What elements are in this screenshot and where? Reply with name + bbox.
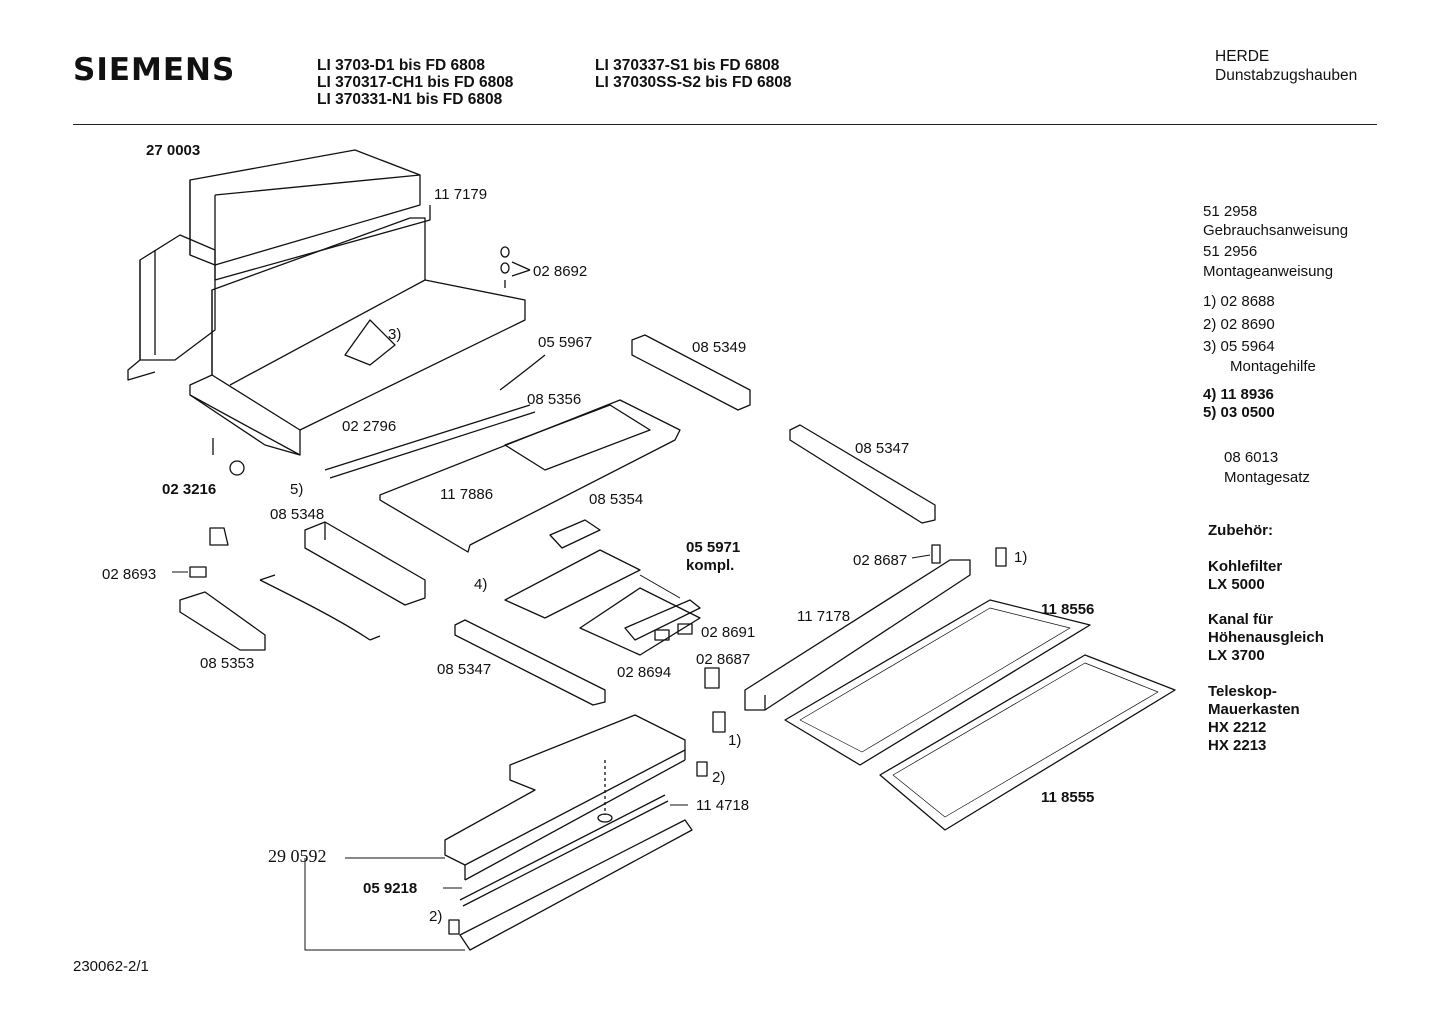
part-label: 05 5967 <box>538 334 593 351</box>
rail-parts <box>324 334 936 706</box>
note-item: 4) 11 8936 <box>1203 386 1274 403</box>
part-label: 29 0592 <box>268 846 327 866</box>
part-label: 02 8691 <box>701 624 756 641</box>
part-label: 1) <box>1014 549 1028 566</box>
model-line: LI 3703-D1 bis FD 6808 <box>317 57 485 74</box>
part-label: 4) <box>474 576 488 593</box>
doc-number: 51 2958 <box>1203 203 1258 220</box>
front-strip-117178 <box>744 559 971 711</box>
note-item: 3) 05 5964 <box>1203 338 1275 355</box>
category-line: HERDE <box>1215 48 1270 65</box>
main-frame <box>189 217 526 456</box>
model-list-right: LI 370337-S1 bis FD 6808 LI 37030SS-S2 b… <box>595 57 791 91</box>
part-label: 3) <box>388 326 402 343</box>
small-parts-left <box>179 438 381 651</box>
part-label: 02 3216 <box>162 481 217 498</box>
grease-filter-118555 <box>879 654 1176 831</box>
part-label: 2) <box>429 908 443 925</box>
part-label: 08 5356 <box>527 391 582 408</box>
kit-number: 08 6013 <box>1224 449 1279 466</box>
header-divider <box>73 124 1377 125</box>
category-line: Dunstabzugshauben <box>1215 67 1358 84</box>
accessory-line: LX 3700 <box>1208 647 1265 664</box>
model-list-left: LI 3703-D1 bis FD 6808 LI 370317-CH1 bis… <box>317 57 513 108</box>
model-line: LI 370317-CH1 bis FD 6808 <box>317 74 514 91</box>
part-label: 1) <box>728 732 742 749</box>
bottom-tray <box>444 714 686 881</box>
part-label: 05 9218 <box>363 880 418 897</box>
screw-set <box>500 246 531 288</box>
channel-085348 <box>304 521 426 606</box>
part-label: kompl. <box>686 557 735 574</box>
part-label: 02 8687 <box>696 651 751 668</box>
doc-number: 51 2956 <box>1203 243 1258 260</box>
doc-name: Montageanweisung <box>1203 263 1334 280</box>
note-item: 5) 03 0500 <box>1203 404 1275 421</box>
model-line: LI 370337-S1 bis FD 6808 <box>595 57 780 74</box>
part-label: 02 8694 <box>617 664 672 681</box>
part-label: 2) <box>712 769 726 786</box>
part-label: 11 7179 <box>434 186 488 203</box>
part-label: 11 7886 <box>440 486 494 503</box>
accessory-line: Mauerkasten <box>1208 701 1300 718</box>
kit-name: Montagesatz <box>1224 469 1310 486</box>
accessory-line: Kanal für <box>1208 611 1274 628</box>
accessory-line: LX 5000 <box>1208 576 1265 593</box>
rear-bracket <box>127 234 216 381</box>
part-label: 08 5347 <box>437 661 492 678</box>
part-label: 11 8556 <box>1041 601 1095 618</box>
accessory-line: Teleskop- <box>1208 683 1277 700</box>
part-label: 5) <box>290 481 304 498</box>
part-label: 08 5353 <box>200 655 255 672</box>
model-line: LI 370331-N1 bis FD 6808 <box>317 91 503 108</box>
note-sub: Montagehilfe <box>1230 358 1316 375</box>
part-label: 02 2796 <box>342 418 397 435</box>
part-label: 02 8692 <box>533 263 588 280</box>
accessory-line: Kohlefilter <box>1208 558 1283 575</box>
part-label: 08 5347 <box>855 440 910 457</box>
rod-and-strip <box>459 794 693 951</box>
brand-logo: SIEMENS <box>73 52 236 88</box>
filter-panel-117886 <box>379 399 681 553</box>
part-label: 08 5349 <box>692 339 747 356</box>
clips <box>448 544 1007 935</box>
part-label: 08 5354 <box>589 491 644 508</box>
doc-name: Gebrauchsanweisung <box>1203 222 1349 239</box>
part-label: 05 5971 <box>686 539 741 556</box>
accessory-line: HX 2213 <box>1208 737 1267 754</box>
grease-filter-118556 <box>784 599 1091 766</box>
document-number: 230062-2/1 <box>73 958 149 975</box>
accessories-title: Zubehör: <box>1208 522 1273 539</box>
part-label: 08 5348 <box>270 506 325 523</box>
note-item: 2) 02 8690 <box>1203 316 1275 333</box>
top-housing <box>189 149 431 281</box>
accessory-line: Höhenausgleich <box>1208 629 1324 646</box>
accessory-line: HX 2212 <box>1208 719 1267 736</box>
part-label: 27 0003 <box>146 142 201 159</box>
note-item: 1) 02 8688 <box>1203 293 1275 310</box>
model-line: LI 37030SS-S2 bis FD 6808 <box>595 74 792 91</box>
part-label: 11 7178 <box>797 608 851 625</box>
control-module <box>504 519 701 656</box>
leader-lines <box>172 554 931 951</box>
part-label: 02 8687 <box>853 552 908 569</box>
part-label: 11 4718 <box>696 797 750 814</box>
category-heading: HERDE Dunstabzugshauben <box>1215 47 1357 85</box>
part-label: 02 8693 <box>102 566 157 583</box>
part-label: 11 8555 <box>1041 789 1095 806</box>
